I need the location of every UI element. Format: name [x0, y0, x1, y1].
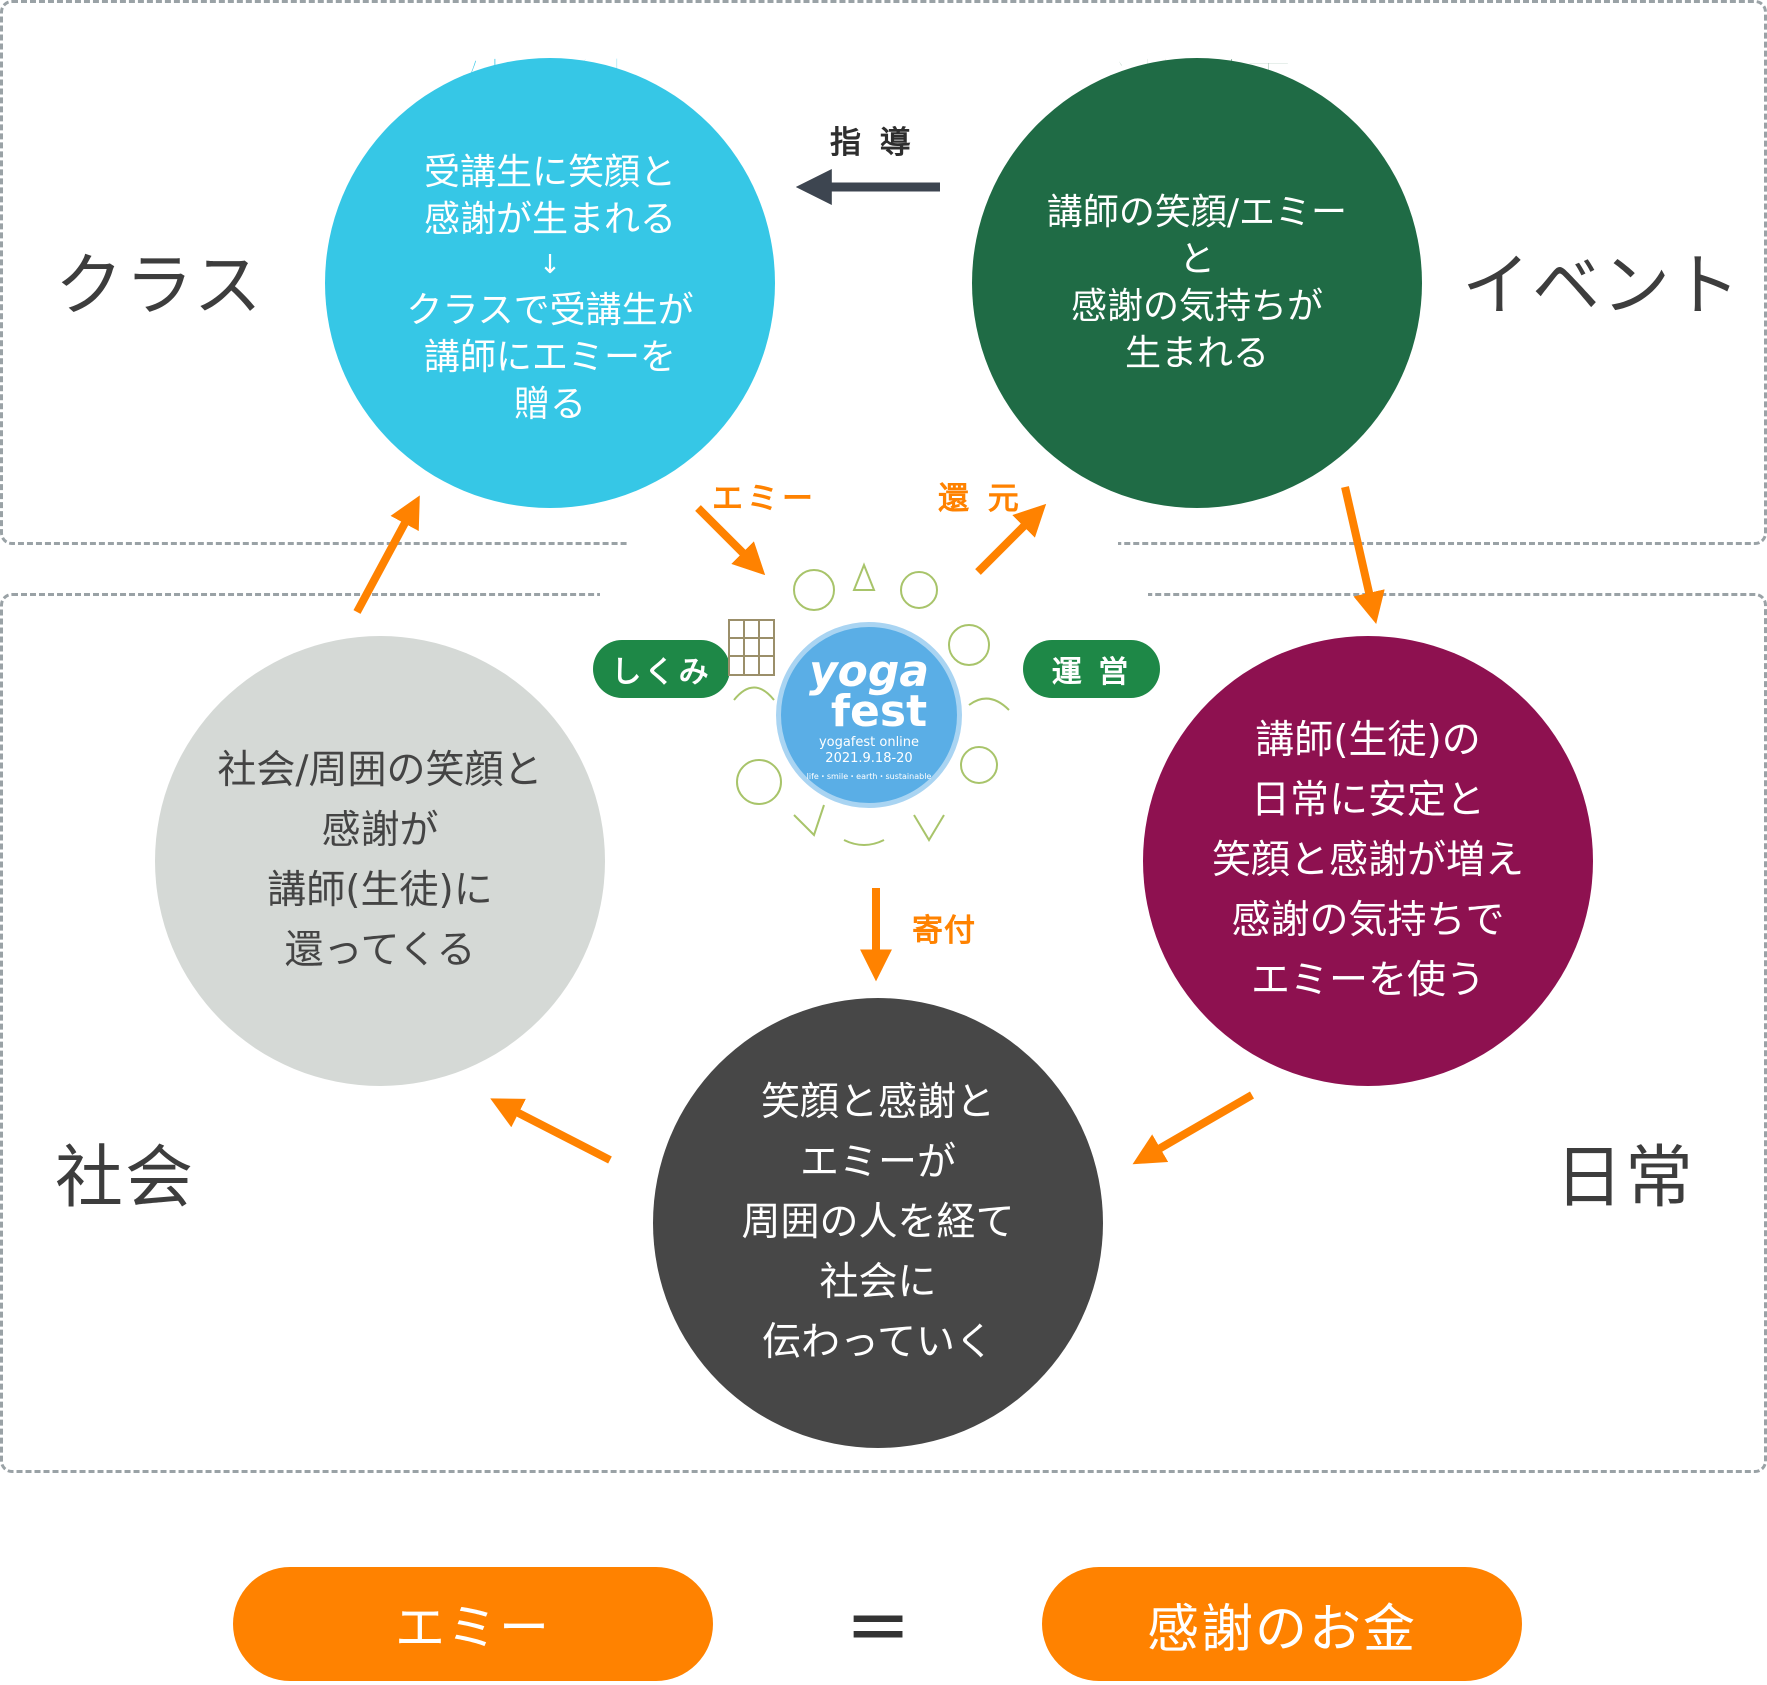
spread-line-4: 社会に: [819, 1260, 937, 1305]
daily-line-3: 笑顔と感謝が増え: [1211, 838, 1524, 883]
student-line-2: 感謝が生まれる: [423, 198, 676, 240]
teacher-circle: 講師の笑顔/エミー と 感謝の気持ちが 生まれる: [972, 58, 1422, 508]
emmy-label: エミー: [712, 481, 817, 517]
spread-circle: 笑顔と感謝と エミーが 周囲の人を経て 社会に 伝わっていく: [653, 998, 1103, 1448]
logo-subtitle: yogafest online: [818, 734, 920, 750]
spread-line-2: エミーが: [799, 1140, 956, 1185]
society-to-student-arrow: [353, 495, 420, 614]
teacher-line-4: 生まれる: [1124, 333, 1269, 374]
instruct-label: 指 導: [830, 125, 915, 161]
daily-circle: 講師(生徒)の 日常に安定と 笑顔と感謝が増え 感謝の気持ちで エミーを使う: [1143, 636, 1593, 1086]
society-line-2: 感謝が: [321, 808, 439, 853]
society-circle: 社会/周囲の笑顔と 感謝が 講師(生徒)に 還ってくる: [155, 636, 605, 1086]
society-line-1: 社会/周囲の笑顔と: [217, 748, 543, 793]
society-line-4: 還ってくる: [284, 928, 476, 973]
yogafest-logo: yoga fest yogafest online 2021.9.18-20 l…: [714, 560, 1024, 870]
daily-line-5: エミーを使う: [1250, 958, 1485, 1003]
emmy-pill: エミー: [233, 1567, 713, 1681]
spread-line-3: 周囲の人を経て: [741, 1200, 1015, 1245]
donation-label: 寄付: [912, 913, 976, 949]
return-arrow: [975, 503, 1047, 575]
return-label: 還 元: [938, 481, 1023, 517]
emmy-arrow: [695, 505, 766, 576]
daily-line-4: 感謝の気持ちで: [1231, 898, 1505, 943]
student-line-5: 講師にエミーを: [423, 336, 676, 378]
student-line-3: ↓: [539, 249, 561, 280]
logo-word-yoga: yoga: [808, 645, 930, 697]
logo-word-fest: fest: [830, 685, 928, 737]
teacher-line-1: 講師の笑顔/エミー: [1046, 192, 1348, 233]
gratitude-money-pill: 感謝のお金: [1042, 1567, 1522, 1681]
equals-sign: =: [845, 1580, 911, 1670]
teacher-to-daily-arrow: [1341, 486, 1385, 625]
logo-decoration: [728, 562, 1010, 846]
spread-to-society-arrow: [490, 1098, 612, 1164]
region-label-daily: 日常: [1555, 1139, 1696, 1218]
student-line-1: 受講生に笑顔と: [423, 151, 676, 193]
logo-circle: yoga fest yogafest online 2021.9.18-20 l…: [776, 622, 962, 808]
daily-line-1: 講師(生徒)の: [1255, 718, 1481, 763]
teacher-line-2: と: [1178, 239, 1215, 280]
teacher-line-3: 感謝の気持ちが: [1070, 286, 1323, 327]
student-circle: 受講生に笑顔と 感謝が生まれる ↓ クラスで受講生が 講師にエミーを 贈る: [325, 58, 775, 508]
student-line-4: クラスで受講生が: [406, 289, 694, 331]
region-label-society: 社会: [55, 1139, 196, 1218]
logo-tagline: life・smile・earth・sustainable: [806, 771, 932, 781]
logo-date: 2021.9.18-20: [825, 750, 913, 766]
region-label-event: イベント: [1462, 247, 1743, 326]
region-label-class: クラス: [55, 247, 264, 326]
spread-line-5: 伝わっていく: [761, 1320, 995, 1365]
frame-gap-bottom: [600, 586, 1148, 598]
mechanism-pill: しくみ: [593, 640, 730, 698]
daily-to-spread-arrow: [1132, 1091, 1255, 1165]
spread-line-1: 笑顔と感謝と: [760, 1080, 995, 1125]
society-line-3: 講師(生徒)に: [267, 868, 493, 913]
student-line-6: 贈る: [513, 383, 586, 425]
operation-pill: 運 営: [1023, 640, 1160, 698]
daily-line-2: 日常に安定と: [1250, 778, 1485, 823]
